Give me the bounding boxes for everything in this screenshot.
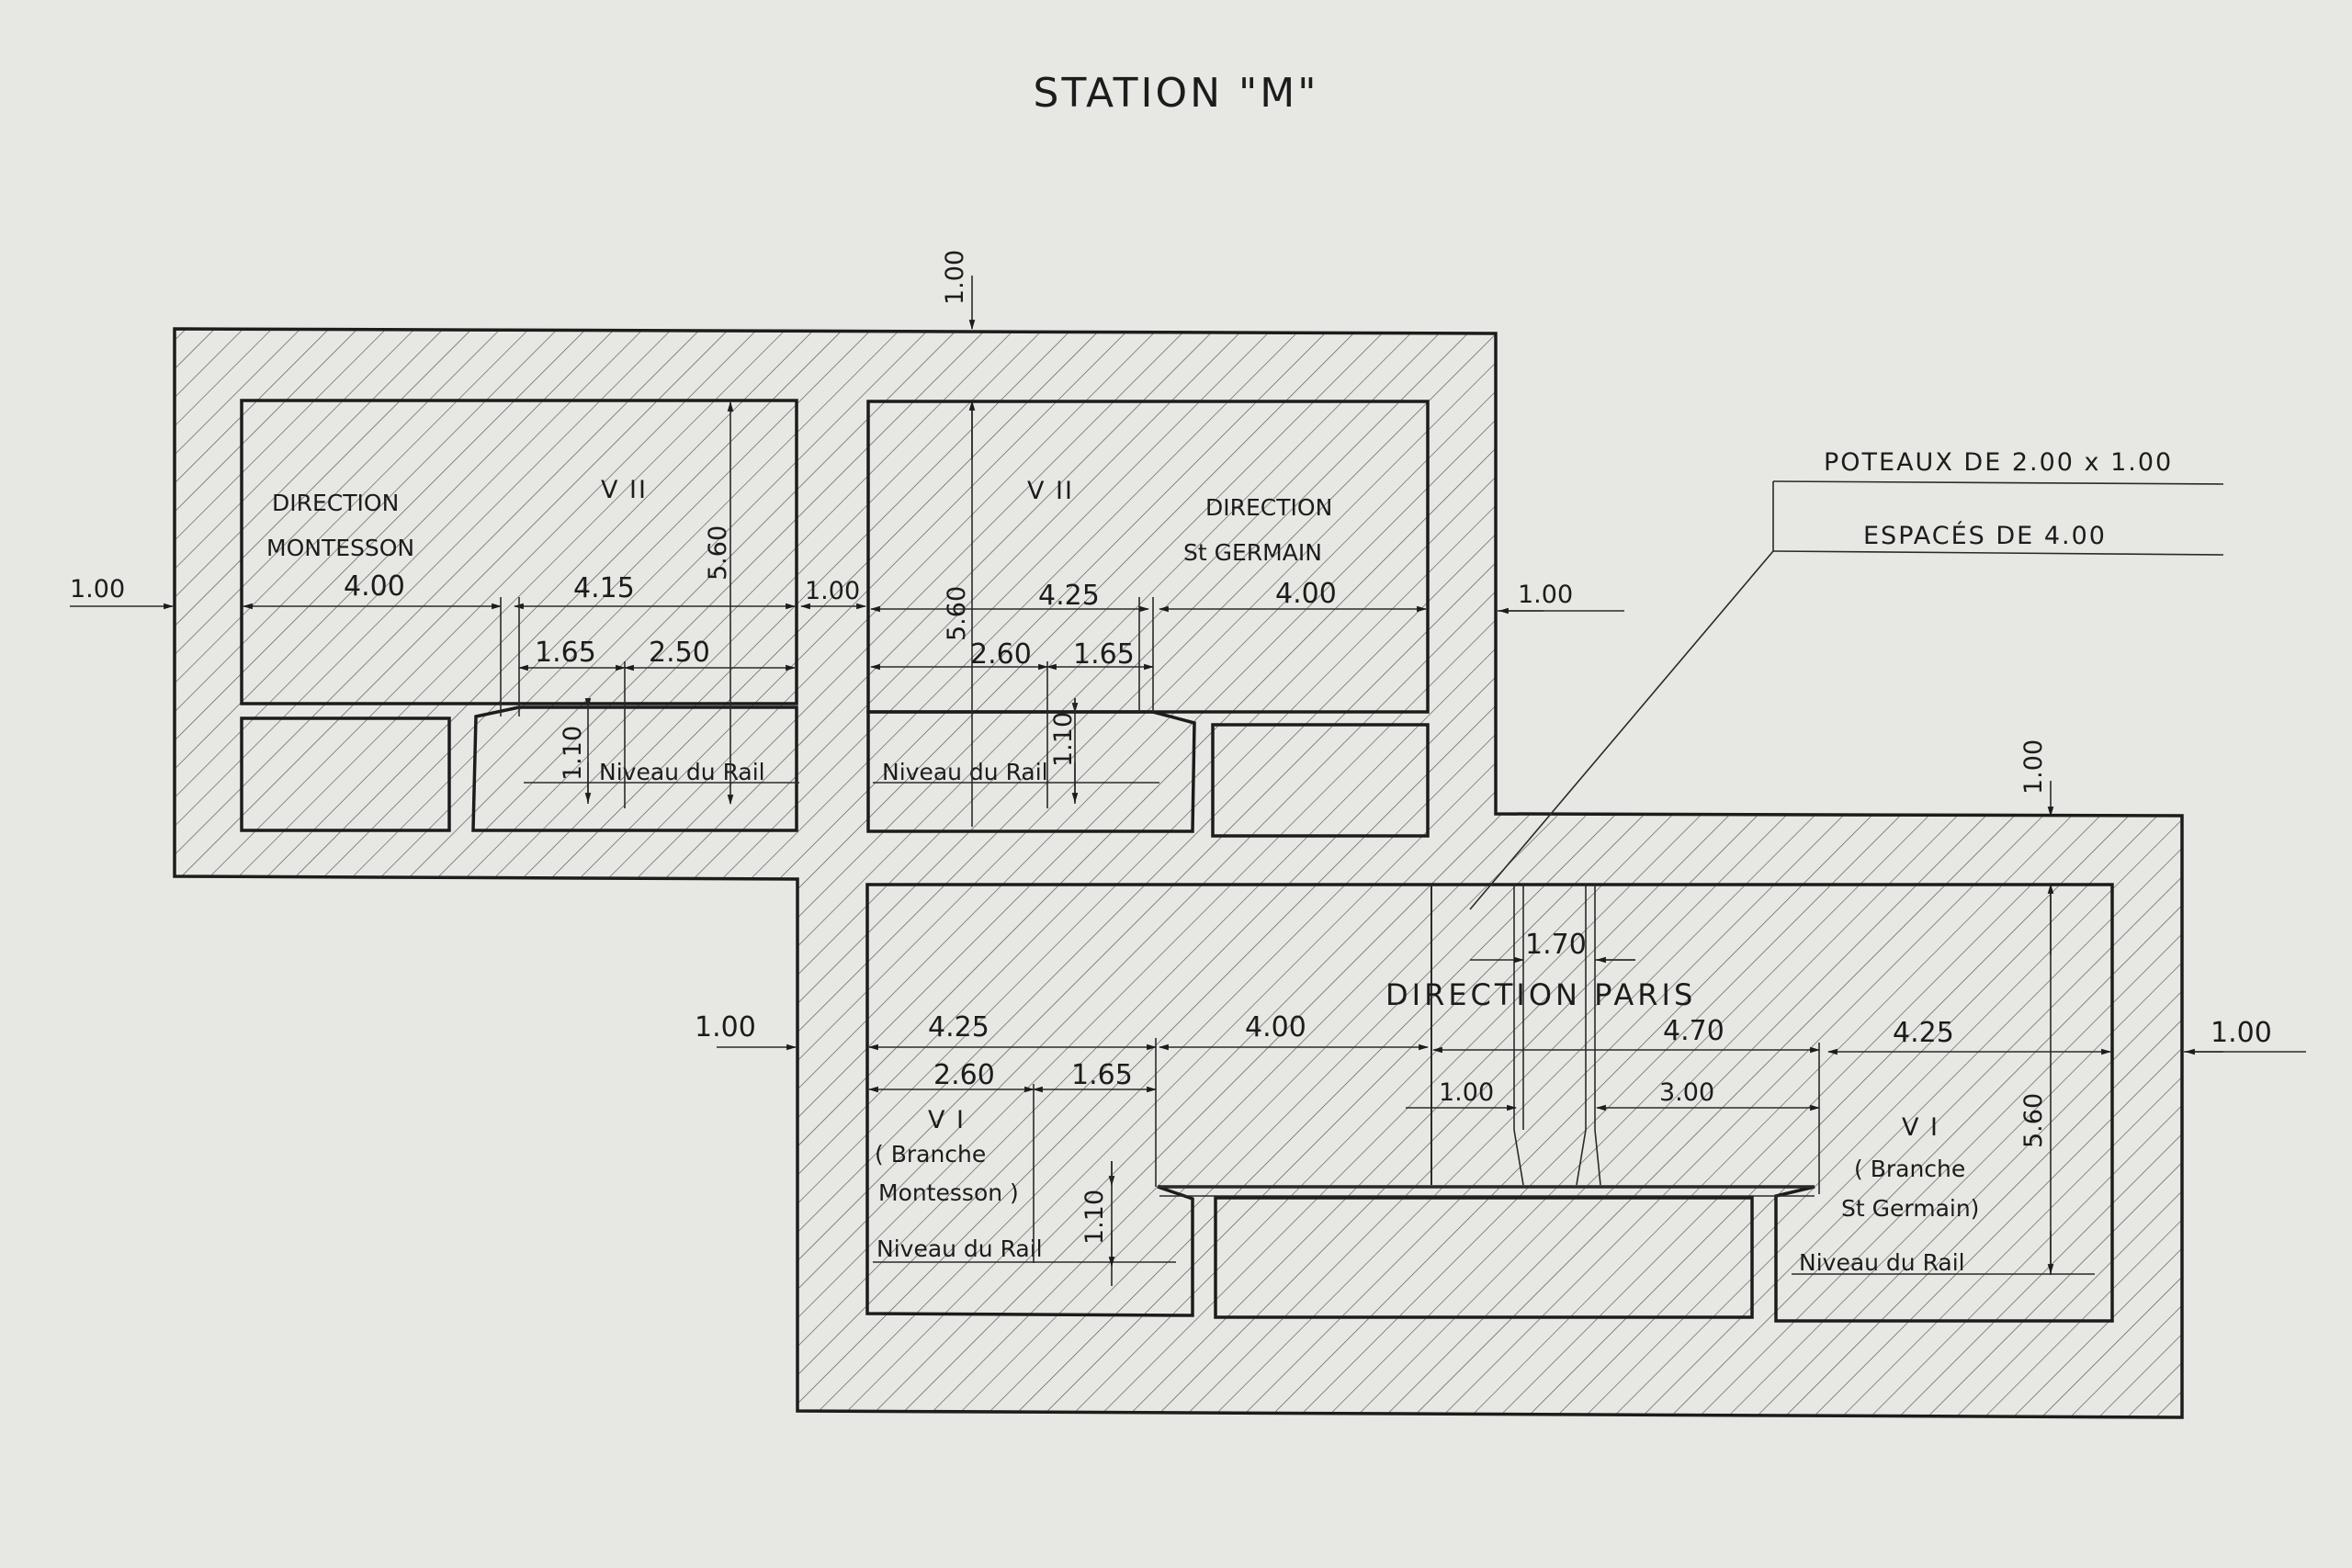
ul-rail-label: Niveau du Rail <box>599 759 765 785</box>
dim-ur-width-b: 4.00 <box>1275 578 1337 610</box>
dim-lower-left-wall: 1.00 <box>695 1011 756 1043</box>
dim-ul-width-b: 4.15 <box>573 572 635 604</box>
dim-left-wall-upper: 1.00 <box>70 575 125 604</box>
dim-l-rail: 1.10 <box>1080 1190 1109 1245</box>
note-line-2: ESPACÉS DE 4.00 <box>1863 521 2107 550</box>
ur-rail-label: Niveau du Rail <box>882 759 1048 785</box>
ul-track-label: V II <box>601 476 648 504</box>
structure-shell <box>173 327 2184 1419</box>
lower-chamber <box>865 883 2114 1323</box>
dim-l-width-b: 4.00 <box>1245 1011 1306 1043</box>
dim-l-sub-d: 3.00 <box>1659 1078 1714 1107</box>
dim-ul-rail: 1.10 <box>559 726 587 781</box>
dim-l-sub-c: 1.00 <box>1439 1078 1494 1107</box>
ur-direction-label: DIRECTION <box>1205 494 1332 521</box>
lower-direction-label: DIRECTION PARIS <box>1385 977 1696 1012</box>
lower-left-branch-1: ( Branche <box>875 1141 986 1168</box>
lower-left-track-label: V I <box>928 1106 966 1134</box>
dim-l-width-d: 4.25 <box>1893 1017 1954 1049</box>
lower-right-branch-2: St Germain) <box>1841 1195 1979 1222</box>
dim-ul-sub-b: 2.50 <box>649 637 710 669</box>
dim-ul-width-a: 4.00 <box>344 570 405 603</box>
ur-track-label: V II <box>1027 477 1074 505</box>
dim-lower-top-wall: 1.00 <box>2019 739 2048 795</box>
dim-ur-rail: 1.10 <box>1049 712 1078 767</box>
dim-right-wall-upper: 1.00 <box>1518 581 1573 609</box>
lower-left-branch-2: Montesson ) <box>878 1179 1019 1206</box>
dim-ul-sub-a: 1.65 <box>535 637 596 669</box>
dimension-lines <box>70 276 2306 1286</box>
lower-right-rail-label: Niveau du Rail <box>1799 1249 1965 1276</box>
dim-top-wall: 1.00 <box>941 250 969 305</box>
dim-ur-height: 5.60 <box>943 586 971 641</box>
dim-ur-width-a: 4.25 <box>1038 580 1100 612</box>
ur-destination-label: St GERMAIN <box>1183 539 1322 566</box>
ul-destination-label: MONTESSON <box>266 535 414 561</box>
lower-left-rail-label: Niveau du Rail <box>876 1235 1043 1262</box>
dim-l-sub-a: 2.60 <box>933 1059 995 1091</box>
dim-lower-right-wall: 1.00 <box>2211 1017 2272 1049</box>
note-leader <box>1469 550 1774 910</box>
dim-ur-sub-b: 1.65 <box>1073 638 1135 671</box>
lower-right-branch-1: ( Branche <box>1854 1156 1965 1182</box>
ul-direction-label: DIRECTION <box>272 490 399 516</box>
column-pillar <box>1430 885 1601 1186</box>
dim-mid-wall-upper: 1.00 <box>805 577 860 605</box>
dim-ul-height: 5.60 <box>704 525 732 581</box>
dim-l-col: 1.70 <box>1525 929 1587 961</box>
dim-l-width-a: 4.25 <box>928 1011 989 1043</box>
upper-right-chamber <box>866 400 1430 838</box>
dim-l-width-c: 4.70 <box>1663 1015 1724 1047</box>
dim-ur-sub-a: 2.60 <box>970 638 1032 671</box>
lower-right-track-label: V I <box>1902 1113 1939 1142</box>
dim-l-height: 5.60 <box>2019 1093 2048 1148</box>
note-line-1: POTEAUX DE 2.00 x 1.00 <box>1824 448 2173 477</box>
dim-l-sub-b: 1.65 <box>1071 1059 1133 1091</box>
drawing-title: STATION "M" <box>1034 70 1319 117</box>
